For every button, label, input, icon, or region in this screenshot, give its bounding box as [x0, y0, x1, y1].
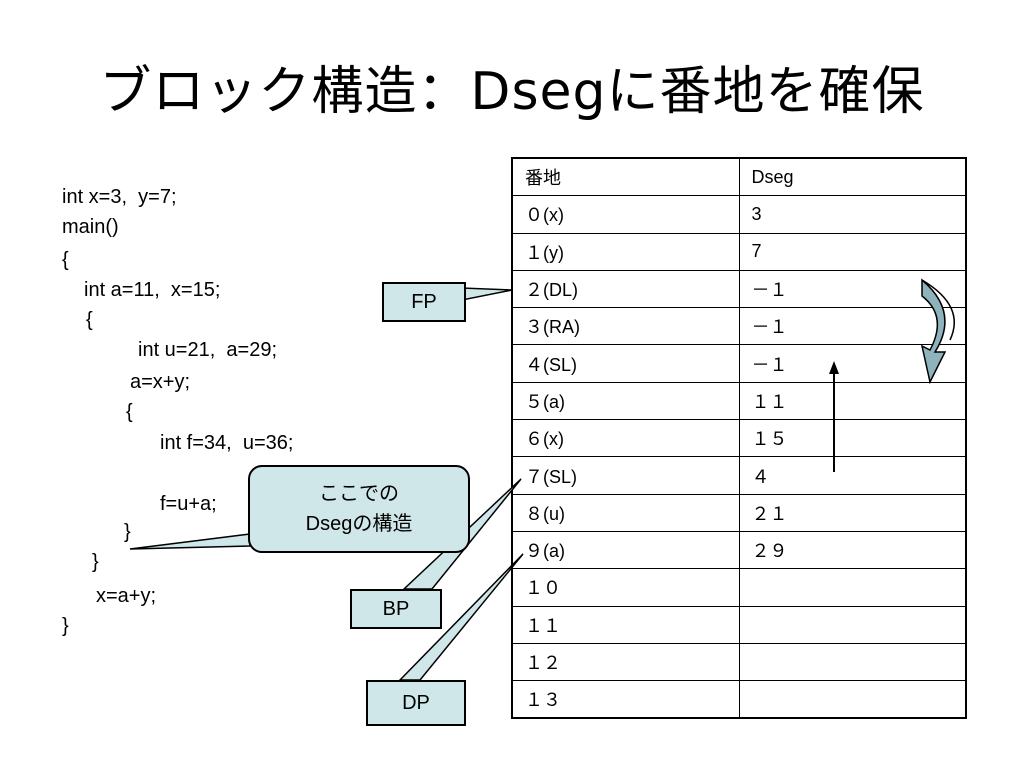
address-cell: ７(SL): [511, 456, 740, 495]
dseg-value-cell: [738, 680, 967, 719]
table-row: １２: [511, 642, 967, 682]
bp-label: BP: [382, 598, 410, 620]
table-row: ８(u)２１: [511, 493, 967, 532]
dseg-value-cell: ４: [738, 456, 967, 495]
table-row: １３: [511, 680, 967, 719]
slide-title: ブロック構造：Dsegに番地を確保: [99, 62, 925, 122]
table-row: ２(DL)－１: [511, 269, 967, 309]
code-line: x=a+y;: [96, 585, 157, 607]
address-cell: ４(SL): [511, 344, 740, 383]
dseg-value-cell: 3: [738, 195, 967, 234]
dp-label-box: DP: [366, 680, 466, 726]
dseg-value-cell: ２９: [738, 530, 967, 570]
address-cell: ３(RA): [511, 307, 740, 346]
dseg-value-cell: [738, 605, 967, 644]
fp-label-box: FP: [382, 282, 466, 322]
dseg-value-cell: １５: [738, 419, 967, 458]
dseg-value-cell: －１: [738, 344, 967, 383]
table-row: ３(RA)－１: [511, 307, 967, 346]
table-row: １０: [511, 568, 967, 607]
callout-line-1: ここでの: [319, 483, 399, 505]
address-cell: ５(a): [511, 381, 740, 421]
table-header-row: 番地 Dseg: [511, 157, 967, 197]
table-row: ６(x)１５: [511, 419, 967, 458]
callout-pointer-tail: [129, 533, 251, 550]
address-cell: ９(a): [511, 530, 740, 570]
code-line: main(): [62, 216, 119, 238]
dp-label: DP: [402, 692, 430, 714]
dseg-value-cell: １１: [738, 381, 967, 421]
address-cell: ８(u): [511, 493, 740, 532]
table-row: ７(SL)４: [511, 456, 967, 495]
dseg-value-cell: －１: [738, 269, 967, 309]
code-line: int u=21, a=29;: [138, 339, 278, 361]
code-line: {: [86, 309, 93, 331]
code-line: {: [126, 401, 133, 423]
code-line: }: [124, 521, 131, 543]
bp-label-box: BP: [350, 589, 442, 629]
callout-line-2: Dsegの構造: [305, 513, 413, 535]
address-cell: １１: [511, 605, 740, 644]
address-cell: １３: [511, 680, 740, 719]
fp-label: FP: [411, 291, 437, 313]
table-row: ５(a)１１: [511, 381, 967, 421]
code-line: int x=3, y=7;: [62, 186, 177, 208]
dseg-value-cell: [738, 568, 967, 607]
address-cell: ２(DL): [511, 269, 740, 309]
dseg-value-cell: ２１: [738, 493, 967, 532]
address-cell: １(y): [511, 232, 740, 271]
table-row: １(y)7: [511, 232, 967, 271]
dseg-value-cell: [738, 642, 967, 682]
address-cell: ６(x): [511, 419, 740, 458]
code-line: f=u+a;: [160, 493, 217, 515]
address-cell: １２: [511, 642, 740, 682]
dseg-value-cell: －１: [738, 307, 967, 346]
code-line: }: [92, 551, 99, 573]
address-cell: ０(x): [511, 195, 740, 234]
fp-pointer-tail: [461, 287, 513, 301]
code-line: a=x+y;: [130, 371, 191, 393]
table-row: ９(a)２９: [511, 530, 967, 570]
table-row: １１: [511, 605, 967, 644]
table-row: ０(x)3: [511, 195, 967, 234]
header-dseg: Dseg: [738, 157, 967, 197]
code-line: }: [62, 615, 69, 637]
dseg-value-cell: 7: [738, 232, 967, 271]
code-line: int a=11, x=15;: [84, 279, 221, 301]
header-address: 番地: [511, 157, 740, 197]
code-line: {: [62, 249, 69, 271]
code-line: int f=34, u=36;: [160, 432, 294, 454]
table-row: ４(SL)－１: [511, 344, 967, 383]
dseg-structure-callout: ここでの Dsegの構造: [248, 465, 470, 553]
address-cell: １０: [511, 568, 740, 607]
